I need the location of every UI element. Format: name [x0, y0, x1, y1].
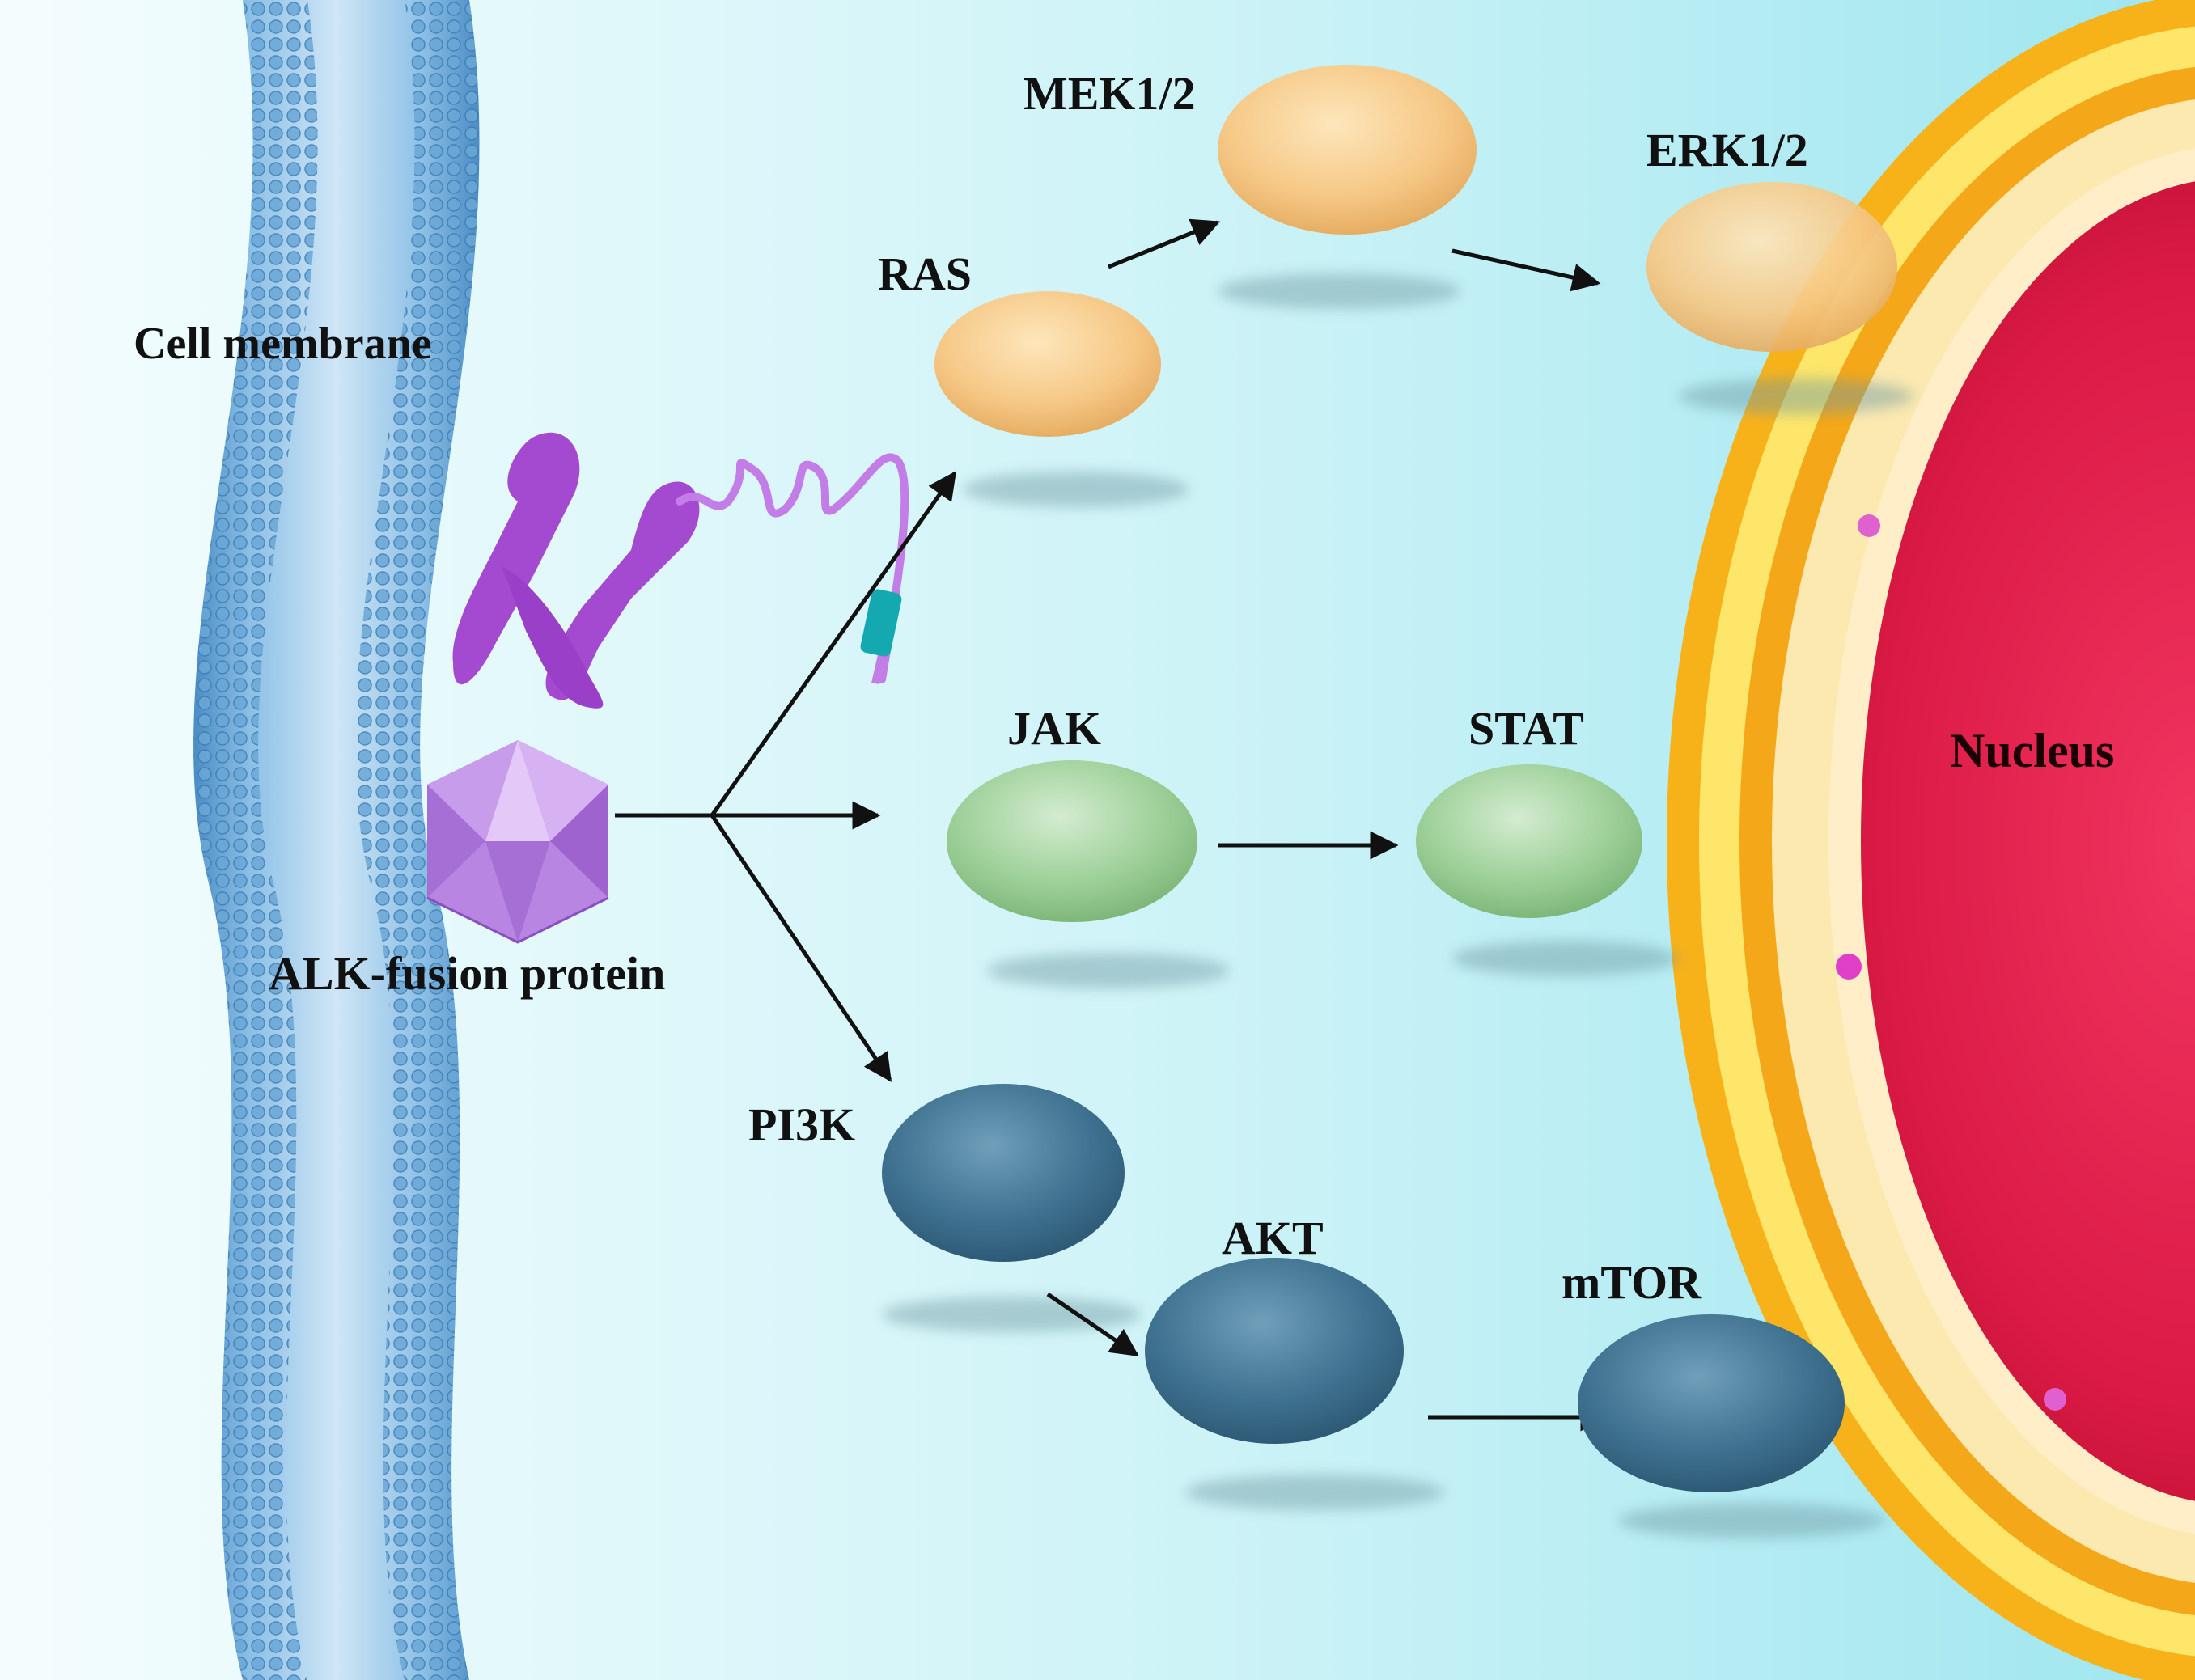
arrow-mek-erk [1451, 248, 1601, 292]
protein-ras [934, 291, 1161, 437]
label-nucleus: Nucleus [1950, 724, 2114, 777]
protein-pi3k [882, 1084, 1125, 1262]
arrow-pi3k-akt [1046, 1292, 1139, 1357]
label-ras: RAS [878, 248, 972, 300]
label-mek: MEK1/2 [1023, 67, 1196, 120]
protein-shadows [882, 273, 1913, 1538]
cell-membrane [193, 0, 480, 1680]
protein-erk [1646, 182, 1897, 352]
pathway-arrows [615, 218, 1609, 1432]
protein-jak [947, 760, 1197, 922]
label-mtor: mTOR [1562, 1256, 1702, 1309]
fusion-segment-icon [860, 589, 902, 657]
fusion-strand-tail [871, 654, 886, 685]
label-cell-membrane: Cell membrane [133, 319, 432, 369]
arrow-to-pi3k [710, 814, 892, 1082]
alk-fusion-protein-icon [426, 740, 609, 944]
arrow-ras-mek [1108, 218, 1221, 269]
label-jak: JAK [1007, 702, 1101, 755]
fusion-strand [676, 453, 909, 683]
protein-mek [1218, 65, 1477, 235]
nucleus-body [1667, 0, 2195, 1680]
label-stat: STAT [1468, 702, 1584, 755]
label-alk-fusion-protein: ALK-fusion protein [269, 947, 665, 1000]
chromosome-icon [452, 432, 700, 709]
label-erk: ERK1/2 [1646, 124, 1808, 176]
protein-akt [1145, 1258, 1404, 1444]
protein-mtor [1578, 1314, 1845, 1492]
arrow-to-ras [710, 471, 957, 817]
label-pi3k: PI3K [748, 1098, 855, 1151]
label-akt: AKT [1222, 1212, 1324, 1264]
protein-stat [1416, 764, 1642, 918]
